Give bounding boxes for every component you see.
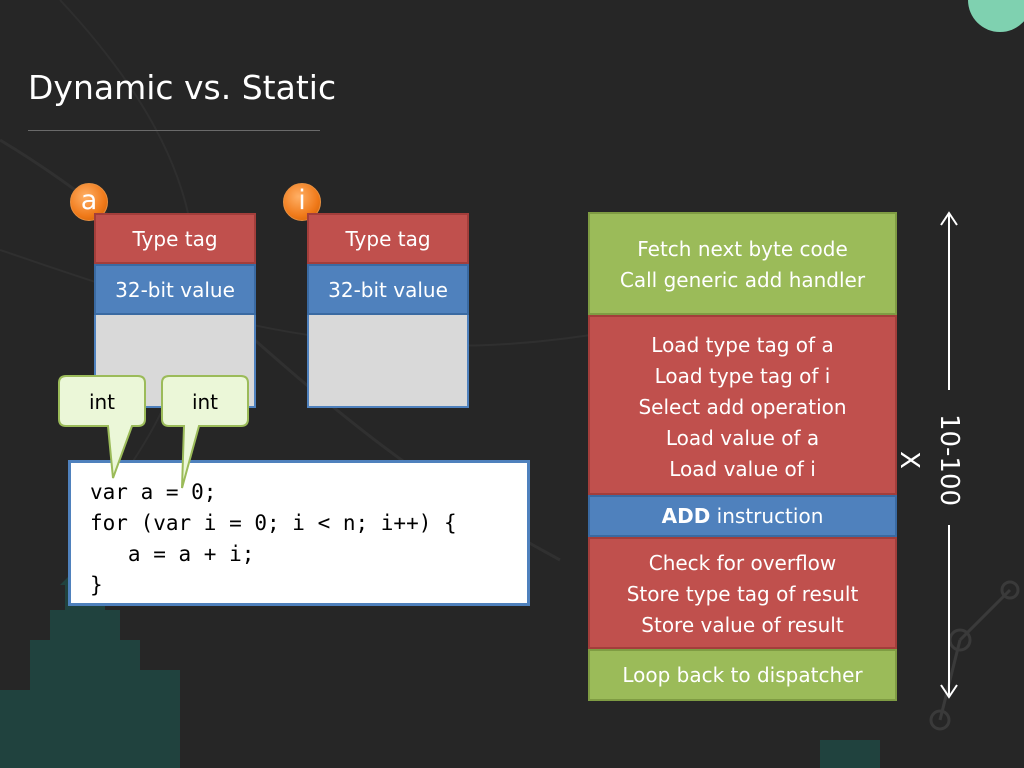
speedup-label: 10-100 X xyxy=(894,413,964,507)
double-arrow-icon xyxy=(940,211,958,699)
stack-line: Load value of i xyxy=(669,457,816,481)
add-instruction-block: ADD instruction xyxy=(588,495,897,537)
stack-line: Loop back to dispatcher xyxy=(622,663,863,687)
variable-box-i: Type tag 32-bit value xyxy=(307,213,469,408)
stack-line: Load value of a xyxy=(665,426,820,450)
code-block: var a = 0; for (var i = 0; i < n; i++) {… xyxy=(68,460,530,606)
value-cell: 32-bit value xyxy=(94,264,256,315)
building-silhouette xyxy=(0,560,880,768)
fetch-block: Fetch next byte code Call generic add ha… xyxy=(588,212,897,315)
code-line: for (var i = 0; i < n; i++) { xyxy=(90,511,457,535)
type-tag-cell: Type tag xyxy=(307,213,469,264)
stack-line: Load type tag of a xyxy=(651,333,834,357)
empty-cell xyxy=(307,315,469,408)
code-line: a = a + i; xyxy=(90,542,255,566)
code-line: } xyxy=(90,573,103,597)
type-tag-cell: Type tag xyxy=(94,213,256,264)
code-line: var a = 0; xyxy=(90,480,217,504)
load-block: Load type tag of a Load type tag of i Se… xyxy=(588,315,897,495)
value-cell: 32-bit value xyxy=(307,264,469,315)
slide-title: Dynamic vs. Static xyxy=(28,68,337,107)
stack-line: Fetch next byte code xyxy=(637,237,848,261)
stack-line: Load type tag of i xyxy=(654,364,831,388)
title-divider xyxy=(28,130,320,131)
loop-block: Loop back to dispatcher xyxy=(588,649,897,701)
callout-label-a: int xyxy=(88,390,116,414)
stack-line: Store type tag of result xyxy=(626,582,859,606)
stack-line: Store value of result xyxy=(641,613,844,637)
stack-line: Call generic add handler xyxy=(619,268,866,292)
add-keyword: ADD xyxy=(661,504,711,528)
stack-line: Check for overflow xyxy=(648,551,837,575)
add-label: instruction xyxy=(710,504,824,528)
stack-line: Select add operation xyxy=(638,395,847,419)
variable-badge-i: i xyxy=(283,183,321,221)
corner-circle-decoration xyxy=(968,0,1024,32)
callout-label-i: int xyxy=(191,390,219,414)
check-block: Check for overflow Store type tag of res… xyxy=(588,537,897,649)
variable-box-a: Type tag 32-bit value xyxy=(94,213,256,408)
